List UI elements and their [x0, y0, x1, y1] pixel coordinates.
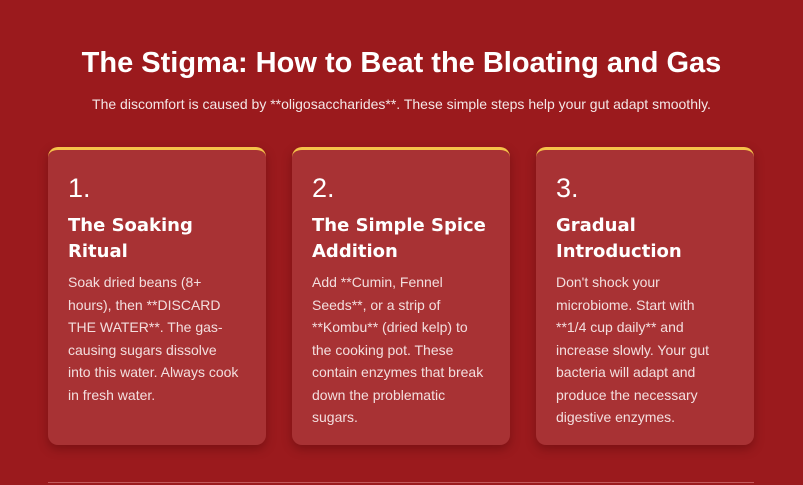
tips-card-list: 1. The Soaking Ritual Soak dried beans (…	[48, 147, 754, 445]
tip-card-soaking: 1. The Soaking Ritual Soak dried beans (…	[48, 147, 266, 445]
section-divider	[48, 482, 754, 483]
tip-body: Don't shock your microbiome. Start with …	[556, 274, 710, 425]
page-subtitle: The discomfort is caused by **oligosacch…	[92, 96, 711, 112]
tip-title: The Simple Spice Addition	[312, 215, 486, 262]
tip-number: 1.	[68, 173, 91, 203]
tip-number: 3.	[556, 173, 579, 203]
tip-title: Gradual Introduction	[556, 215, 682, 262]
page-title: The Stigma: How to Beat the Bloating and…	[81, 47, 722, 79]
tip-title: The Soaking Ritual	[68, 215, 193, 262]
tip-card-gradual: 3. Gradual Introduction Don't shock your…	[536, 147, 754, 445]
tip-card-spice: 2. The Simple Spice Addition Add **Cumin…	[292, 147, 510, 445]
tip-body: Add **Cumin, Fennel Seeds**, or a strip …	[312, 274, 484, 425]
tip-number: 2.	[312, 173, 335, 203]
tip-body: Soak dried beans (8+ hours), then **DISC…	[68, 274, 239, 403]
